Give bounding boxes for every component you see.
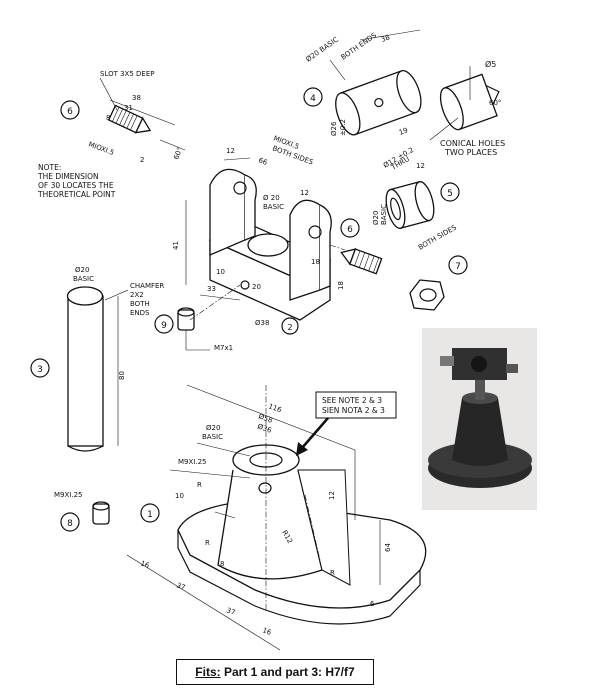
part-5-roller: 5 Ø12 ±0.2 THRU 12 Ø20 BASIC BOTH SIDES	[372, 146, 460, 252]
dim-8: 8	[106, 114, 110, 122]
dim-116: 116	[267, 402, 283, 414]
dim-18-a: 18	[311, 258, 320, 266]
assembly-photo-image	[422, 328, 537, 510]
dia20-p1: Ø20	[206, 424, 220, 432]
chamfer-ends: ENDS	[130, 309, 150, 317]
dim-12-b: 12	[300, 189, 309, 197]
note-line-3: OF 30 LOCATES THE	[38, 181, 114, 190]
assembly-photo	[422, 328, 537, 510]
dim-16-b: 16	[261, 626, 273, 637]
dim-64: 64	[384, 543, 392, 552]
m9x125-p1: M9XI.25	[178, 458, 207, 466]
dim-31: 31	[124, 104, 133, 112]
dim-66: 66	[257, 156, 269, 167]
dim-10: 10	[216, 268, 225, 276]
note-line-4: THEORETICAL POINT	[37, 190, 116, 199]
part-9-screw: 9 M7x1	[154, 284, 241, 352]
basic-p1: BASIC	[202, 433, 223, 441]
dim-38-p4: 38	[380, 33, 391, 44]
slot-label: SLOT 3X5 DEEP	[100, 70, 155, 78]
r-3: R	[330, 569, 335, 577]
dim-18-b: 18	[337, 281, 345, 290]
dim-16-a: 16	[139, 559, 151, 570]
dia20-p2: Ø 20	[263, 194, 280, 202]
part-6-setscrew-mid: 6	[329, 218, 383, 275]
both-ends: BOTH ENDS	[340, 31, 379, 62]
part-9-number: 9	[161, 321, 167, 331]
both-sides-p5: BOTH SIDES	[417, 223, 458, 252]
fits-label: Fits:	[195, 665, 221, 679]
tol-02: ±0.2	[339, 119, 347, 136]
note-line-2: THE DIMENSION	[37, 172, 99, 181]
dim-20-p2: 20	[252, 283, 261, 291]
angle-60-p4: 60°	[489, 99, 501, 107]
dim-8-p1: 8	[220, 560, 224, 568]
two-places: TWO PLACES	[444, 148, 497, 157]
dia20-p3: Ø20	[75, 266, 89, 274]
r-1: R	[197, 481, 202, 489]
m9x125-p8: M9XI.25	[54, 491, 83, 499]
m7x1: M7x1	[214, 344, 233, 352]
dim-12-p5: 12	[416, 162, 425, 170]
basic-p3: BASIC	[73, 275, 94, 283]
fits-text: Part 1 and part 3: H7/f7	[223, 665, 355, 679]
dim-19: 19	[398, 126, 409, 137]
conical-holes: CONICAL HOLES	[440, 139, 505, 148]
part-6b-number: 6	[347, 225, 353, 235]
part-8-screw: 8 M9XI.25	[54, 491, 110, 532]
dim-37-a: 37	[175, 581, 186, 592]
dim-38: 38	[132, 94, 141, 102]
note-block: NOTE: THE DIMENSION OF 30 LOCATES THE TH…	[37, 163, 116, 199]
dim-12-p1: 12	[328, 491, 336, 500]
thread-m10: MIOXI.5	[87, 140, 115, 157]
part-3-shaft: 3 Ø20 BASIC CHAMFER 2X2 BOTH ENDS 80	[30, 266, 164, 452]
part-8-number: 8	[67, 519, 73, 529]
see-note-line-1: SEE NOTE 2 & 3	[322, 396, 382, 405]
dia26: Ø26	[330, 121, 338, 136]
see-note-line-2: SIEN NOTA 2 & 3	[322, 406, 385, 415]
angle-60: 60°	[172, 146, 184, 160]
dia38: Ø38	[255, 319, 269, 327]
fits-box: Fits: Part 1 and part 3: H7/f7	[176, 659, 374, 685]
part-7-number: 7	[455, 262, 461, 272]
part-6-setscrew-top: 6 SLOT 3X5 DEEP 38 31 8 MIOXI.5 2 60°	[60, 70, 186, 164]
dim-6: 6	[370, 600, 375, 608]
dia5: Ø5	[485, 59, 496, 69]
part-4-number: 4	[310, 94, 316, 104]
r-2: R	[205, 539, 210, 547]
note-line-1: NOTE:	[38, 163, 61, 172]
part-2-number: 2	[287, 323, 292, 332]
dim-12-a: 12	[226, 147, 235, 155]
chamfer: CHAMFER	[130, 282, 164, 290]
dim-41: 41	[172, 241, 180, 250]
basic-p5: BASIC	[380, 204, 388, 225]
part-1-number: 1	[147, 510, 153, 520]
part-5-number: 5	[447, 189, 453, 199]
chamfer-2x2: 2X2	[130, 291, 144, 299]
dim-37-b: 37	[225, 606, 236, 617]
part-1-base: 1 116 Ø58 Ø36 Ø20 BASIC M9XI.25 R R R 10…	[126, 384, 427, 651]
part-2-yoke: 12 MIOXI.5 BOTH SIDES 66 12 Ø 20 BASIC 4…	[172, 134, 345, 335]
dim-10-p1: 10	[175, 492, 184, 500]
dia20-p5: Ø20	[372, 211, 380, 225]
part-3-number: 3	[37, 365, 43, 375]
part-7-nut: 7	[409, 255, 468, 311]
part-4-bushing: 4 Ø20 BASIC BOTH ENDS 38 Ø5 Ø26 ±0.2 19 …	[303, 29, 505, 157]
length-80: 80	[118, 371, 126, 380]
see-note-callout: SEE NOTE 2 & 3 SIEN NOTA 2 & 3	[296, 391, 397, 456]
dia20-basic: Ø20 BASIC	[305, 35, 341, 63]
chamfer-both: BOTH	[130, 300, 150, 308]
dim-2: 2	[140, 156, 144, 164]
basic-p2: BASIC	[263, 203, 284, 211]
dim-33: 33	[207, 285, 216, 293]
part-6-number: 6	[67, 107, 73, 117]
